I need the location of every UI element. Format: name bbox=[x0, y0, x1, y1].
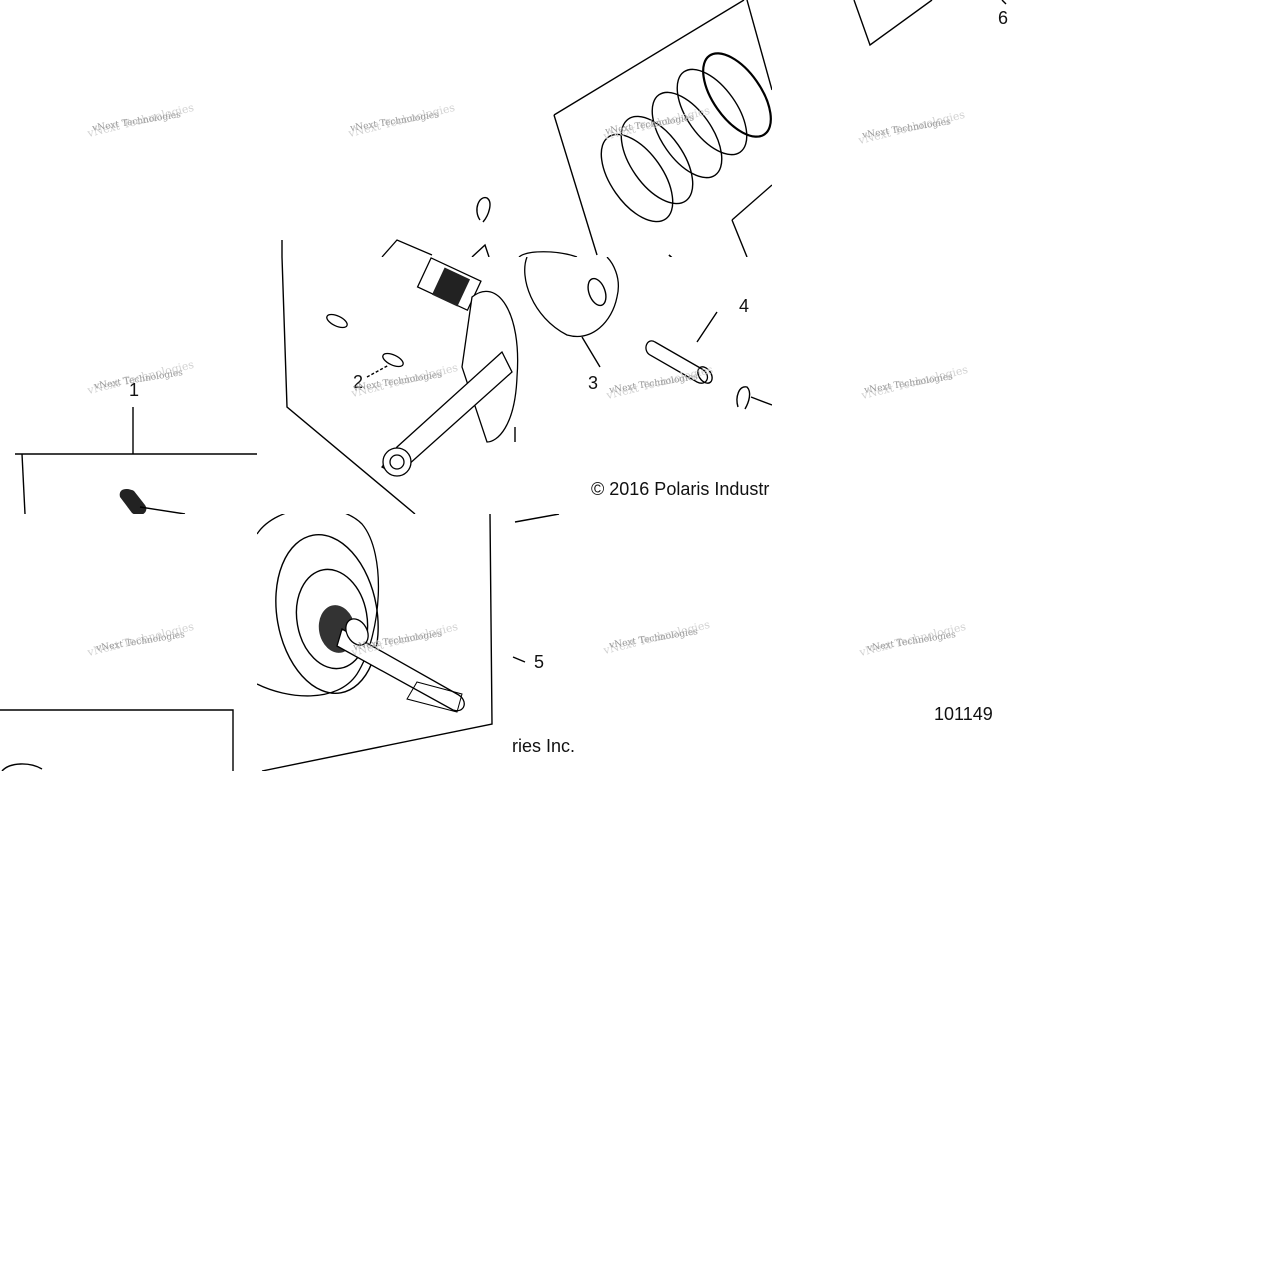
piston-top bbox=[518, 251, 578, 257]
copyright-part-a: © 2016 Polaris Industr bbox=[591, 479, 770, 499]
ring-box-right-edge bbox=[746, 0, 772, 91]
piston-body bbox=[524, 257, 619, 338]
leader-3 bbox=[581, 336, 601, 368]
oil-ring-lower bbox=[600, 133, 674, 223]
diagram-number: 101149 bbox=[934, 704, 993, 724]
ring-box-left-edge bbox=[553, 114, 598, 256]
piston-pin bbox=[645, 340, 709, 384]
tile-crank-assembly-left: 1 vNext Technologies vNext Technologies bbox=[0, 257, 257, 514]
callout-4: 4 bbox=[739, 296, 750, 316]
crank-assembly-left-drawing bbox=[15, 407, 257, 514]
crank-thread-end bbox=[119, 489, 147, 514]
box-outline bbox=[0, 709, 234, 771]
shaft-splines bbox=[406, 681, 463, 713]
circlip-leader bbox=[750, 396, 772, 406]
callout-3: 3 bbox=[588, 373, 599, 393]
circlip-lower bbox=[736, 386, 751, 410]
output-shaft bbox=[336, 628, 465, 712]
oil-ring-upper bbox=[620, 115, 694, 205]
crank-lower-drawing bbox=[257, 514, 560, 771]
crank-piston-drawing bbox=[281, 257, 772, 514]
crank-box-right bbox=[261, 514, 493, 771]
leader-6 bbox=[1001, 0, 1007, 5]
top-ring-outer bbox=[676, 68, 748, 156]
ring-box-top-edge bbox=[553, 0, 745, 116]
callout-5: 5 bbox=[534, 652, 545, 672]
flywheel-rim bbox=[275, 534, 379, 694]
callout-2: 2 bbox=[353, 372, 364, 392]
box-corner bbox=[853, 0, 933, 47]
tile-top-right: 6 vNext Technologies vNext Technologies bbox=[772, 0, 1029, 257]
woodruff-key-2 bbox=[382, 352, 404, 368]
bearing-outer bbox=[295, 568, 369, 670]
flywheel-edge bbox=[1, 763, 43, 771]
crankshaft-top bbox=[381, 239, 433, 257]
top-ring bbox=[702, 52, 772, 138]
woodruff-key-1 bbox=[326, 313, 348, 329]
piston-pin-boss bbox=[587, 277, 607, 307]
second-ring bbox=[651, 91, 723, 179]
callout-1: 1 bbox=[129, 380, 140, 400]
tile-crank-lower: 5 ries Inc. vNext Technologies vNext Tec… bbox=[257, 514, 772, 771]
tile-piston-rings: vNext Technologies vNext Technologies vN… bbox=[257, 0, 772, 257]
crank-gear bbox=[431, 267, 471, 307]
lower-left-drawing bbox=[0, 709, 234, 771]
leader-5 bbox=[512, 656, 526, 663]
callout-6: 6 bbox=[998, 8, 1009, 28]
crank-box-top-mark bbox=[471, 243, 490, 257]
copyright-part-b: ries Inc. bbox=[512, 736, 576, 756]
box-left bbox=[21, 453, 26, 514]
tile-crank-piston: 2 3 4 © 2016 Polaris Industr vNext Techn… bbox=[257, 257, 772, 514]
circlip-upper bbox=[476, 196, 491, 223]
leader-2 bbox=[366, 364, 390, 378]
tile-middle-right: vNext Technologies vNext Technologies bbox=[772, 257, 1029, 514]
box-corner-mark bbox=[514, 514, 560, 523]
tile-top-left: vNext Technologies vNext Technologies bbox=[0, 0, 257, 257]
ring-leader-2 bbox=[731, 184, 772, 221]
shaft-collar bbox=[345, 618, 369, 646]
tile-lower-left: vNext Technologies vNext Technologies bbox=[0, 514, 257, 771]
crank-shaft-edge bbox=[139, 506, 186, 514]
piston-pin-end bbox=[697, 366, 713, 384]
tile-lower-right: 101149 vNext Technologies vNext Technolo… bbox=[772, 514, 1029, 771]
crank-box-left bbox=[281, 257, 416, 514]
piston-rings-drawing bbox=[281, 0, 772, 257]
top-right-drawing bbox=[853, 0, 1007, 47]
rod-small-end-bore bbox=[389, 454, 405, 470]
leader-4 bbox=[696, 311, 718, 343]
ring-leader bbox=[731, 219, 748, 257]
